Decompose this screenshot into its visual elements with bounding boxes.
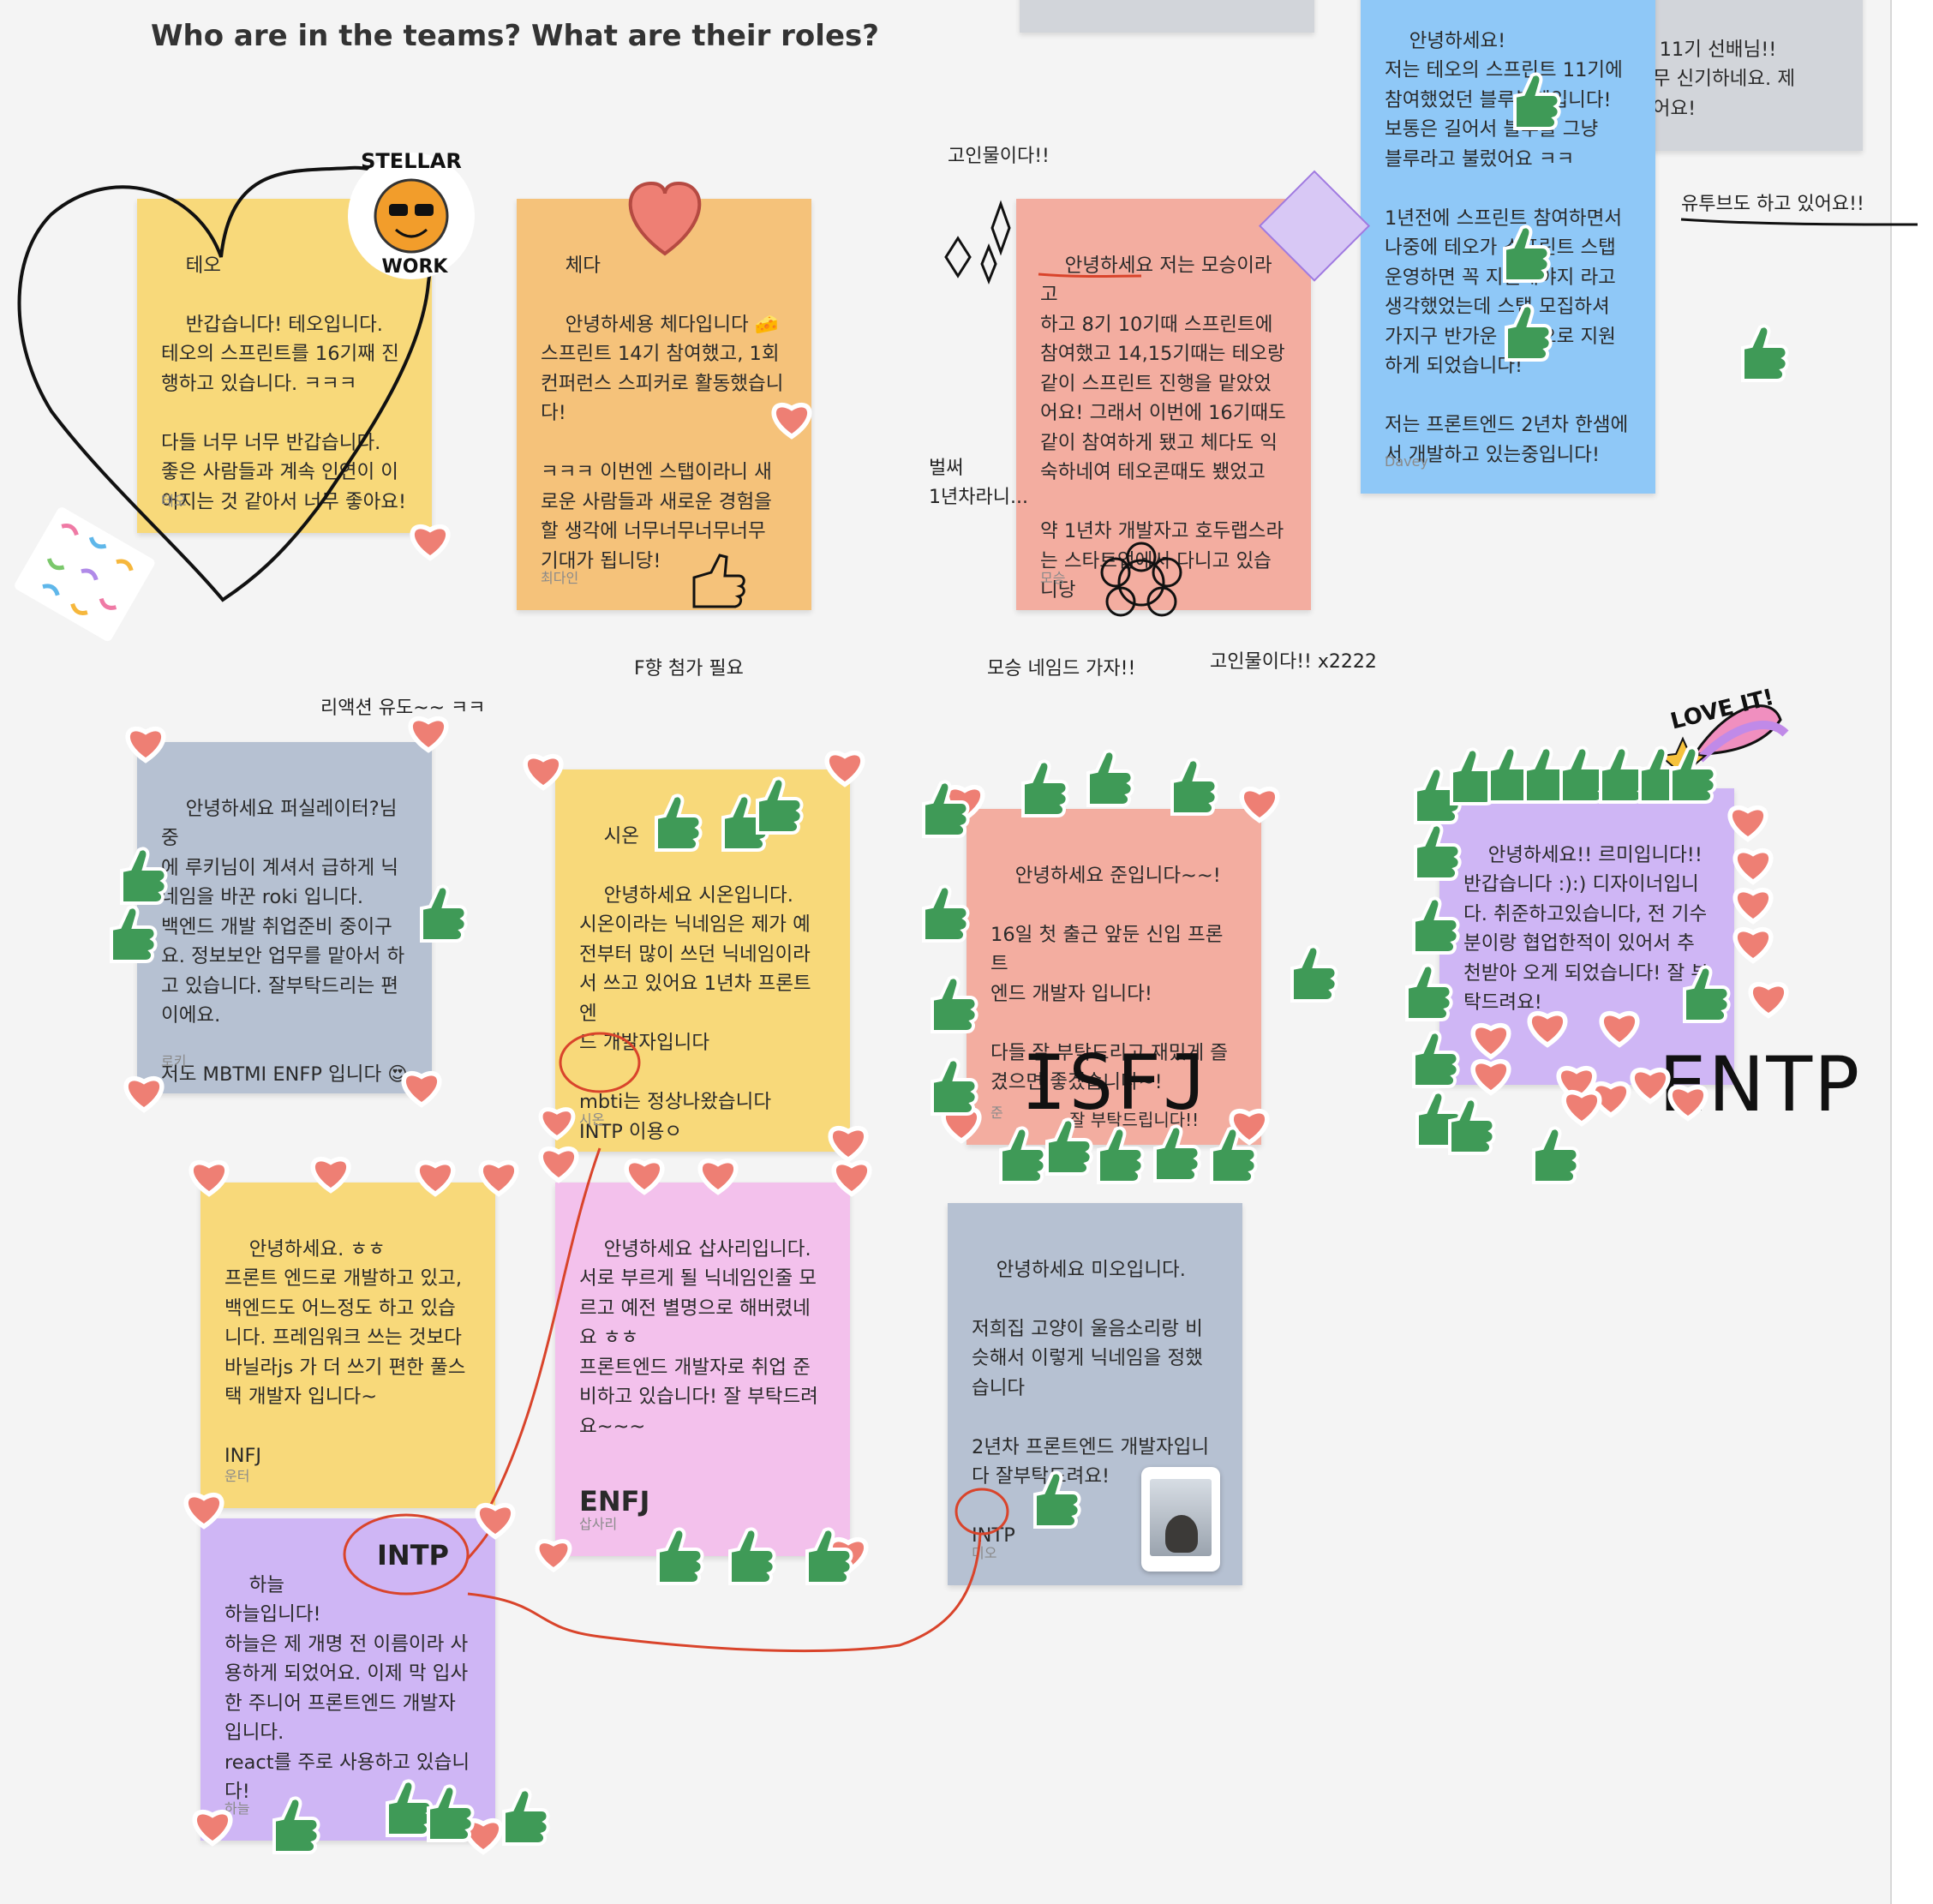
- thumbs-up-reaction-icon[interactable]: [1290, 944, 1338, 1003]
- note-text: 안녕하세요 저는 모승이라고 하고 8기 10기때 스프린트에 참여했고 14,…: [1040, 254, 1286, 602]
- sticky-note-sion[interactable]: 시온 안녕하세요 시온입니다. 시온이라는 닉네임은 제가 예 전부터 많이 쓰…: [555, 769, 850, 1152]
- love-it-text: LOVE IT!: [1668, 685, 1777, 735]
- note-author: Davey: [1385, 452, 1428, 470]
- confetti-sticker: [15, 507, 155, 642]
- note-text: 반갑습니다! 테오입니다. 테오의 스프린트를 16기째 진 행하고 있습니다.…: [161, 313, 407, 513]
- underline-youtube: [1680, 218, 1918, 226]
- note-author: 준: [990, 1104, 1003, 1121]
- note-text: 안녕하세요. ㅎㅎ 프론트 엔드로 개발하고 있고, 백엔드도 어느정도 하고 …: [224, 1237, 466, 1468]
- annotation-youtube[interactable]: 유투브도 하고 있어요!!: [1681, 194, 1864, 215]
- annotation-moseung-named[interactable]: 모승 네임드 가자!!: [987, 658, 1136, 680]
- sticky-note-teo[interactable]: 테오 반갑습니다! 테오입니다. 테오의 스프린트를 16기째 진 행하고 있습…: [137, 199, 432, 533]
- thumbs-up-reaction-icon[interactable]: [1741, 324, 1789, 382]
- note-name: 테오: [185, 254, 222, 277]
- note-author: 시온: [579, 1111, 605, 1128]
- sticky-note-haneul[interactable]: 하늘 하늘입니다! 하늘은 제 개명 전 이름이라 사 용하게 되었어요. 이제…: [200, 1518, 495, 1841]
- thumbs-up-reaction-icon[interactable]: [1086, 749, 1134, 807]
- thumbs-up-reaction-icon[interactable]: [1532, 1126, 1580, 1184]
- heart-reaction-icon[interactable]: [1733, 887, 1774, 925]
- note-author: 최다인: [541, 569, 579, 586]
- heart-reaction-icon[interactable]: [1748, 981, 1789, 1019]
- note-author: 모승: [1040, 569, 1066, 586]
- annotation-reaction[interactable]: 리액션 유도~~ ㅋㅋ: [320, 698, 486, 719]
- note-author: 로키: [161, 1052, 187, 1069]
- sticky-note-unter[interactable]: 안녕하세요. ㅎㅎ 프론트 엔드로 개발하고 있고, 백엔드도 어느정도 하고 …: [200, 1183, 495, 1508]
- note-text: 안녕하세요 준입니다~~! 16일 첫 출근 앞둔 신입 프론트 엔드 개발자 …: [990, 864, 1229, 1094]
- heart-reaction-icon[interactable]: [1590, 1081, 1631, 1118]
- sticky-note-jun[interactable]: 안녕하세요 준입니다~~! 16일 첫 출근 앞둔 신입 프론트 엔드 개발자 …: [966, 809, 1261, 1145]
- text-intp[interactable]: INTP: [377, 1539, 449, 1572]
- note-author: 삽사리: [579, 1515, 618, 1532]
- sticky-note-cheda[interactable]: 체다 안녕하세용 체다입니다 🧀 스프린트 14기 참여했고, 1회 컨퍼런스 …: [517, 199, 811, 610]
- board-title: Who are in the teams? What are their rol…: [151, 19, 879, 53]
- stellar-text: STELLAR: [361, 149, 462, 173]
- annotation-already[interactable]: 벌써 1년차라니...: [929, 458, 1028, 508]
- heart-reaction-icon[interactable]: [538, 1146, 579, 1183]
- thumbs-up-reaction-icon[interactable]: [502, 1787, 550, 1846]
- sticky-note-cutoff[interactable]: [1020, 0, 1314, 33]
- note-text: 안녕하세요 삽사리입니다. 서로 부르게 될 닉네임인줄 모 르고 예전 별명으…: [579, 1237, 818, 1438]
- right-scroll-edge[interactable]: [1890, 0, 1933, 1904]
- sparkle-icon: [944, 200, 1011, 285]
- sticky-note-moseung[interactable]: 안녕하세요 저는 모승이라고 하고 8기 10기때 스프린트에 참여했고 14,…: [1016, 199, 1311, 610]
- text-entp[interactable]: ENTP: [1659, 1040, 1862, 1129]
- thumbs-up-reaction-icon[interactable]: [1170, 757, 1218, 816]
- note-text: 안녕하세요 미오입니다. 저희집 고양이 울음소리랑 비 슷해서 이렇게 닉네임…: [972, 1258, 1210, 1548]
- thumbs-up-reaction-icon[interactable]: [1448, 1097, 1496, 1155]
- note-author: 운터: [224, 1467, 250, 1484]
- note-text: 11기 선배님!! 너무 신기하네요. 제 싶어요!: [1635, 38, 1796, 120]
- love-it-sticker: LOVE IT!: [1658, 685, 1789, 784]
- sticky-note-sapsari[interactable]: 안녕하세요 삽사리입니다. 서로 부르게 될 닉네임인줄 모 르고 예전 별명으…: [555, 1183, 850, 1556]
- note-name: 시온: [603, 824, 640, 847]
- note-text: 하늘 하늘입니다! 하늘은 제 개명 전 이름이라 사 용하게 되었어요. 이제…: [224, 1573, 470, 1804]
- note-author: 테오: [161, 492, 187, 509]
- thumbs-up-reaction-icon[interactable]: [922, 884, 970, 943]
- note-name: 체다: [565, 254, 601, 277]
- note-author: 미오: [972, 1544, 997, 1561]
- heart-reaction-icon[interactable]: [1561, 1089, 1602, 1127]
- cat-photo-thumbnail[interactable]: [1141, 1467, 1220, 1572]
- note-text: 안녕하세용 체다입니다 🧀 스프린트 14기 참여했고, 1회 컨퍼런스 스피커…: [541, 313, 784, 572]
- note-author: 하늘: [224, 1799, 250, 1817]
- sticky-note-rumi[interactable]: 안녕하세요!! 르미입니다!! 반갑습니다 :):) 디자이너입니 다. 취준하…: [1439, 788, 1734, 1085]
- heart-reaction-icon[interactable]: [1727, 805, 1768, 842]
- annotation-fhyang[interactable]: F향 첨가 필요: [634, 658, 744, 680]
- note-text: 안녕하세요 퍼실레이터?님 중 에 루키님이 계셔서 급하게 닉 네임을 바꾼 …: [161, 797, 408, 1087]
- thumbs-up-reaction-icon[interactable]: [1415, 1090, 1463, 1148]
- annotation-goinmul2[interactable]: 고인물이다!! x2222: [1210, 651, 1377, 673]
- thumbs-up-reaction-icon[interactable]: [922, 780, 970, 838]
- note-text: 안녕하세요!! 르미입니다!! 반갑습니다 :):) 디자이너입니 다. 취준하…: [1463, 843, 1709, 1015]
- note-text: 안녕하세요! 저는 테오의 스프린트 11기에 참여했었던 블루블페입니다! 보…: [1385, 29, 1629, 466]
- handwritten-isfj[interactable]: ISFJ: [1021, 1039, 1210, 1127]
- thumbs-up-reaction-icon[interactable]: [1021, 759, 1069, 817]
- sticky-note-davey[interactable]: 안녕하세요! 저는 테오의 스프린트 11기에 참여했었던 블루블페입니다! 보…: [1361, 0, 1655, 494]
- sticky-note-roki[interactable]: 안녕하세요 퍼실레이터?님 중 에 루키님이 계셔서 급하게 닉 네임을 바꾼 …: [137, 742, 432, 1093]
- heart-reaction-icon[interactable]: [1733, 847, 1774, 885]
- sticky-note-mio[interactable]: 안녕하세요 미오입니다. 저희집 고양이 울음소리랑 비 슷해서 이렇게 닉네임…: [948, 1203, 1242, 1585]
- annotation-goinmul[interactable]: 고인물이다!!: [948, 146, 1050, 167]
- heart-reaction-icon[interactable]: [1733, 926, 1774, 964]
- note-text: 안녕하세요 시온입니다. 시온이라는 닉네임은 제가 예 전부터 많이 쓰던 닉…: [579, 883, 811, 1143]
